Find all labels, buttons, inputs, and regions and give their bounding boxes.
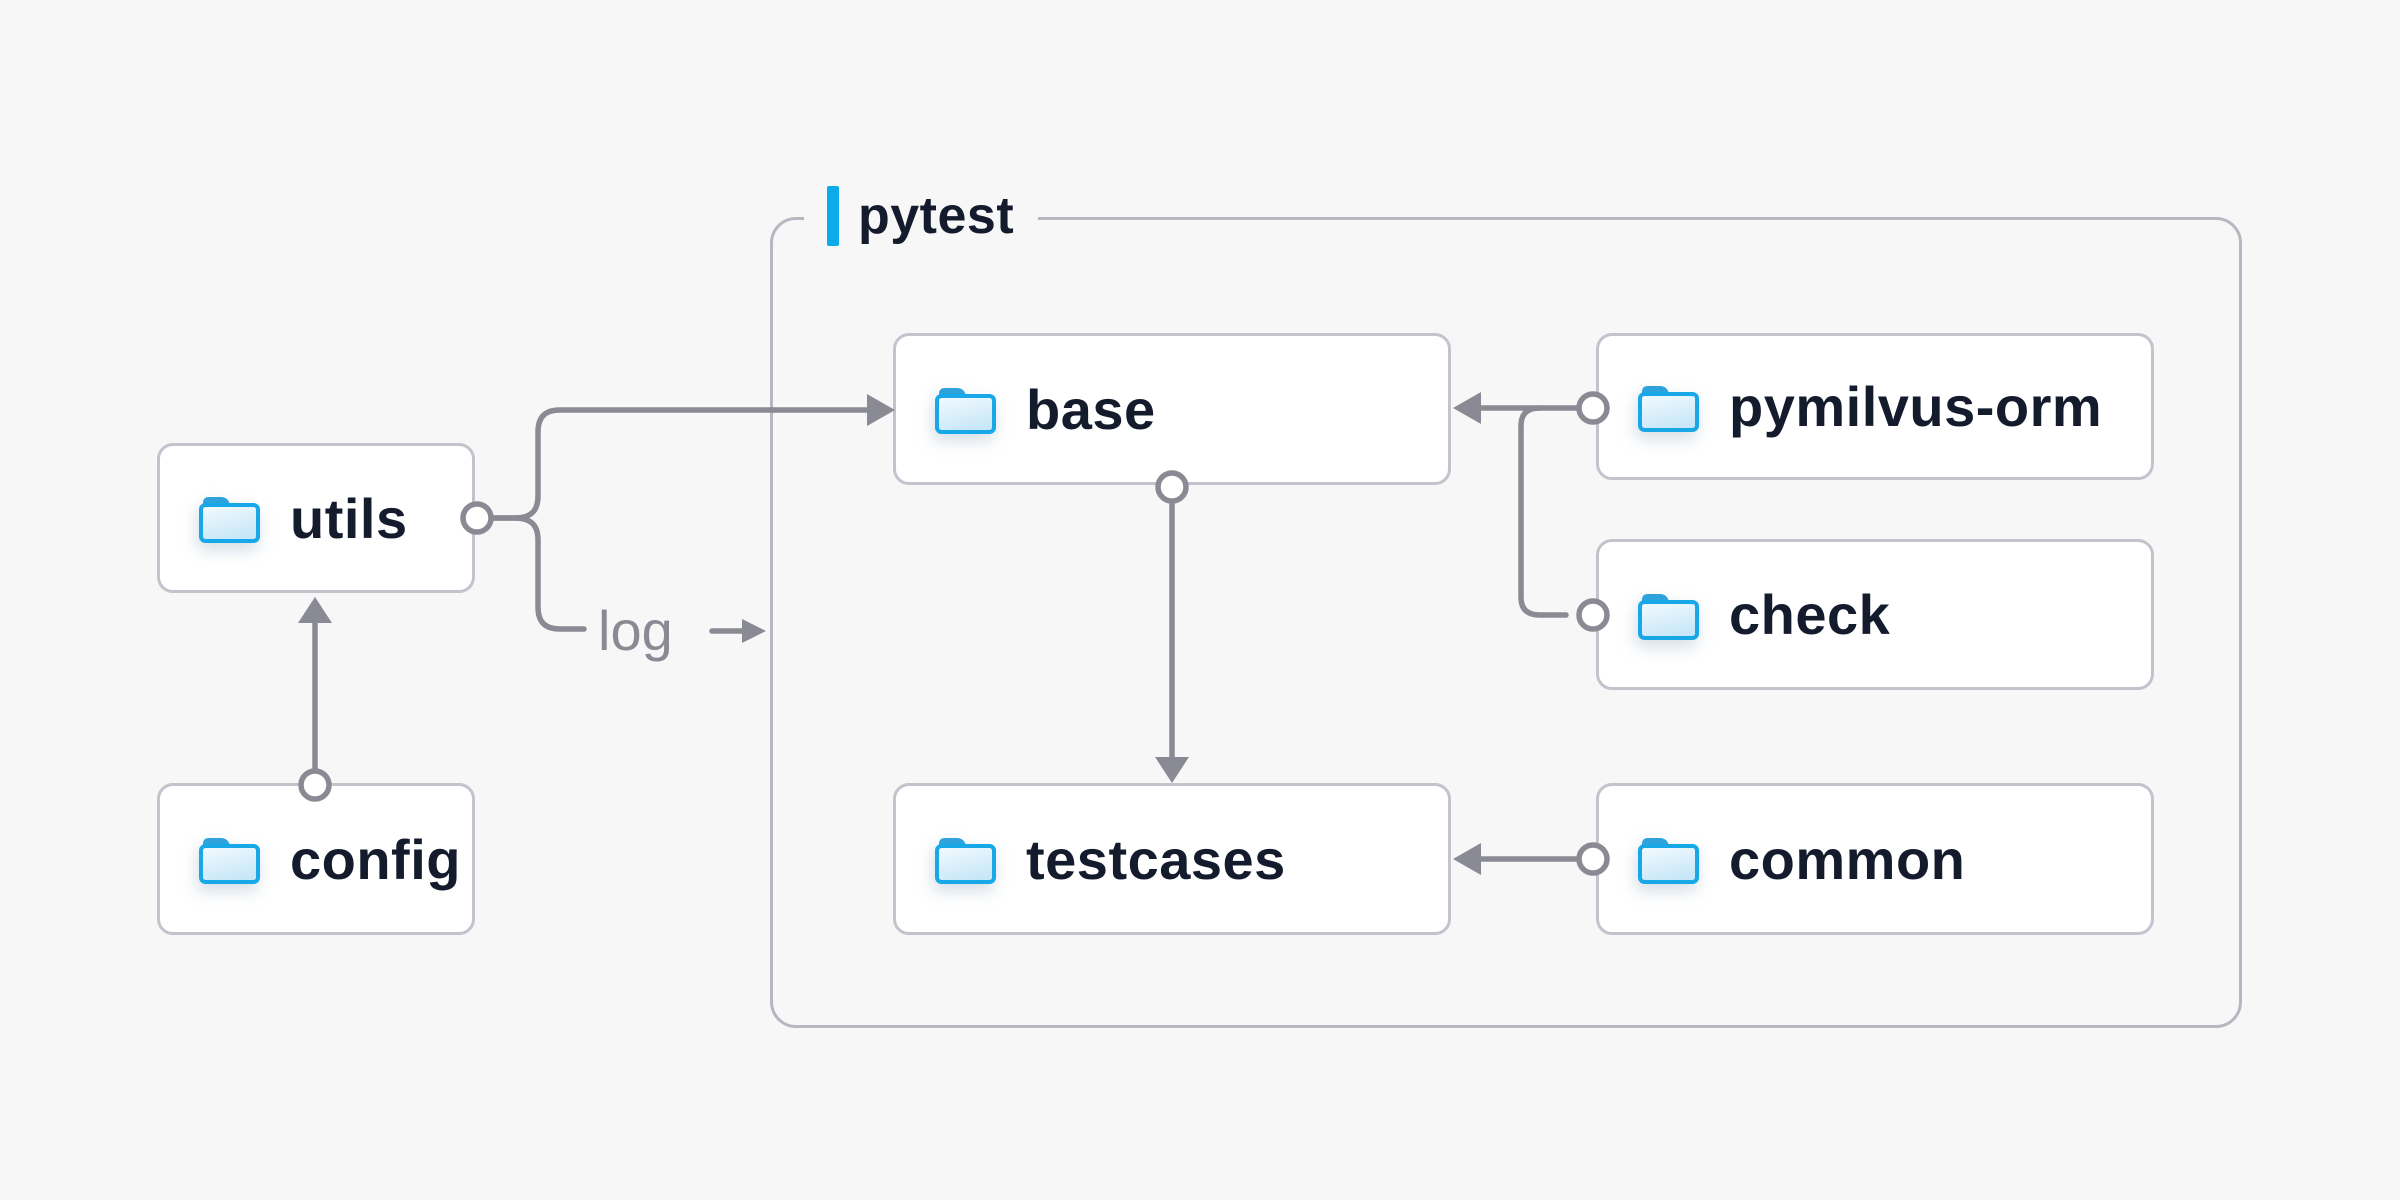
node-pymilvus-orm: pymilvus-orm [1596,333,2154,480]
folder-icon [1638,385,1699,432]
pytest-group-label: pytest [804,184,1039,248]
node-base: base [893,333,1451,485]
node-label: config [290,827,461,891]
edge-utils-to-log [489,515,587,632]
group-accent-bar [827,186,839,246]
group-label-text: pytest [858,187,1015,245]
node-label: testcases [1026,827,1286,891]
node-utils: utils [157,443,475,593]
node-label: pymilvus-orm [1729,375,2103,438]
pytest-group-box [770,217,2242,1028]
folder-icon [935,838,996,884]
node-label: base [1026,377,1156,441]
folder-icon [1638,593,1699,640]
folder-icon [1638,838,1699,884]
folder-icon [199,838,260,884]
folder-icon [199,497,260,543]
node-label: check [1729,583,1891,646]
node-label: common [1729,827,1966,891]
node-config: config [157,783,475,935]
node-check: check [1596,539,2154,690]
arrowhead-config-to-utils [298,597,332,623]
folder-icon [935,388,996,434]
node-common: common [1596,783,2154,935]
node-label: utils [290,486,408,550]
arrowhead-log-to-group [742,619,766,643]
edge-label-log: log [598,599,673,662]
node-testcases: testcases [893,783,1451,935]
